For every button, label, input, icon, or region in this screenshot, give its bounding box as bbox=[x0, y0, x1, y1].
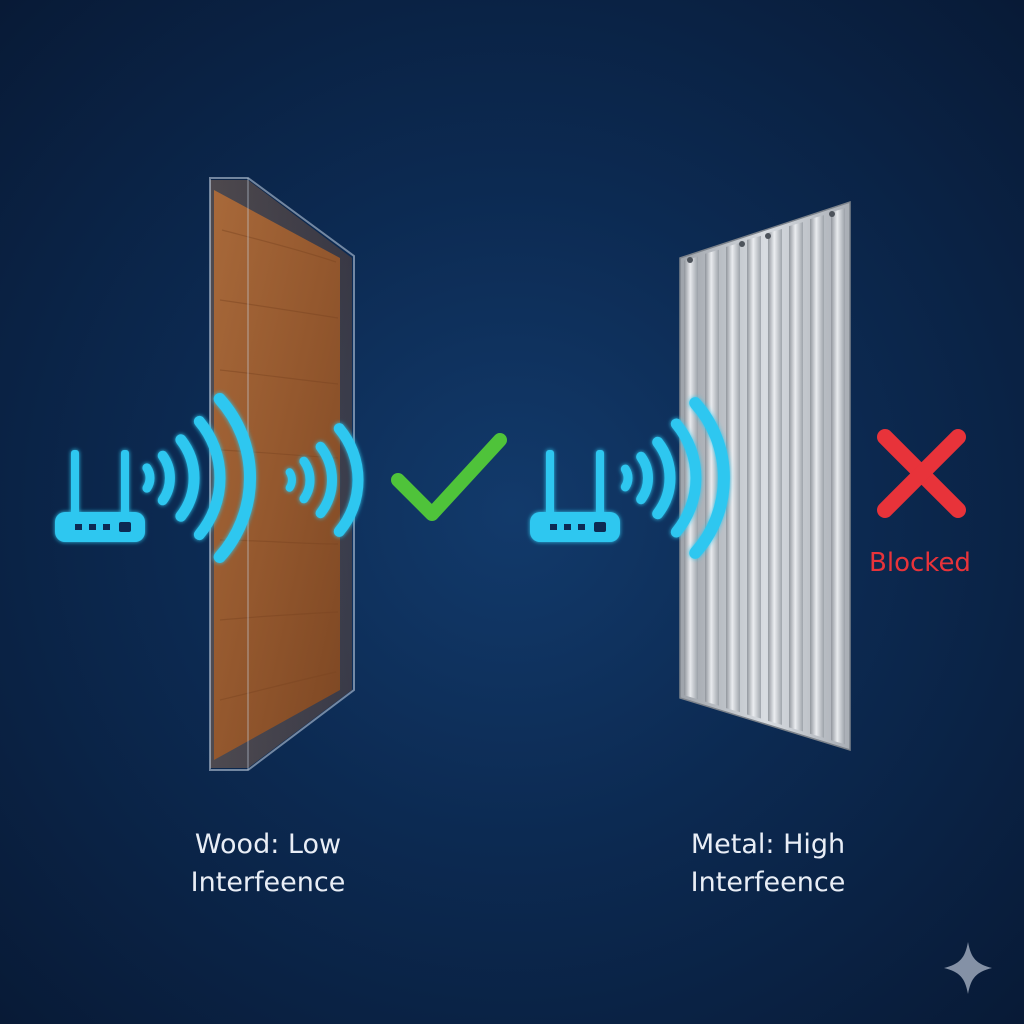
wood-caption-line2: Interfeence bbox=[190, 867, 346, 898]
signal-wave-arc bbox=[670, 418, 702, 538]
metal-rib bbox=[726, 242, 740, 713]
metal-rib bbox=[747, 235, 761, 719]
metal-rib bbox=[768, 229, 782, 725]
wood-signal-waves-passing bbox=[285, 423, 364, 537]
signal-wave-arc bbox=[636, 451, 653, 505]
wood-signal-waves-incoming bbox=[142, 393, 257, 563]
signal-wave-arc bbox=[652, 436, 676, 520]
metal-signal-waves-blocked bbox=[620, 397, 730, 559]
wood-caption-line1: Wood: Low bbox=[194, 829, 342, 860]
metal-rib bbox=[789, 222, 803, 732]
signal-wave-arc bbox=[193, 415, 226, 541]
blocked-status-label: Blocked bbox=[869, 548, 971, 578]
metal-rib bbox=[810, 215, 824, 738]
signal-wave-arc bbox=[285, 468, 296, 492]
signal-wave-arc bbox=[333, 423, 364, 537]
wood-caption: Wood: Low Interfeence bbox=[118, 826, 418, 902]
metal-rib bbox=[831, 208, 845, 745]
signal-wave-arc bbox=[213, 393, 257, 563]
checkmark-icon bbox=[391, 433, 507, 521]
metal-caption-line1: Metal: High bbox=[690, 829, 846, 860]
signal-wave-arc bbox=[689, 397, 730, 559]
metal-caption: Metal: High Interfeence bbox=[618, 826, 918, 902]
sparkle-icon bbox=[944, 942, 992, 994]
wood-router-icon bbox=[55, 450, 145, 542]
signal-wave-arc bbox=[315, 441, 338, 519]
metal-router-icon bbox=[530, 450, 620, 542]
metal-panel bbox=[679, 200, 851, 752]
x-mark-icon bbox=[877, 429, 966, 518]
signal-wave-arc bbox=[157, 450, 175, 506]
signal-wave-arc bbox=[142, 463, 155, 493]
signal-wave-arc bbox=[175, 434, 200, 522]
metal-caption-line2: Interfeence bbox=[690, 867, 846, 898]
wood-panel bbox=[209, 177, 355, 771]
signal-wave-arc bbox=[299, 456, 315, 504]
signal-wave-arc bbox=[620, 464, 633, 492]
metal-rib bbox=[705, 249, 719, 706]
